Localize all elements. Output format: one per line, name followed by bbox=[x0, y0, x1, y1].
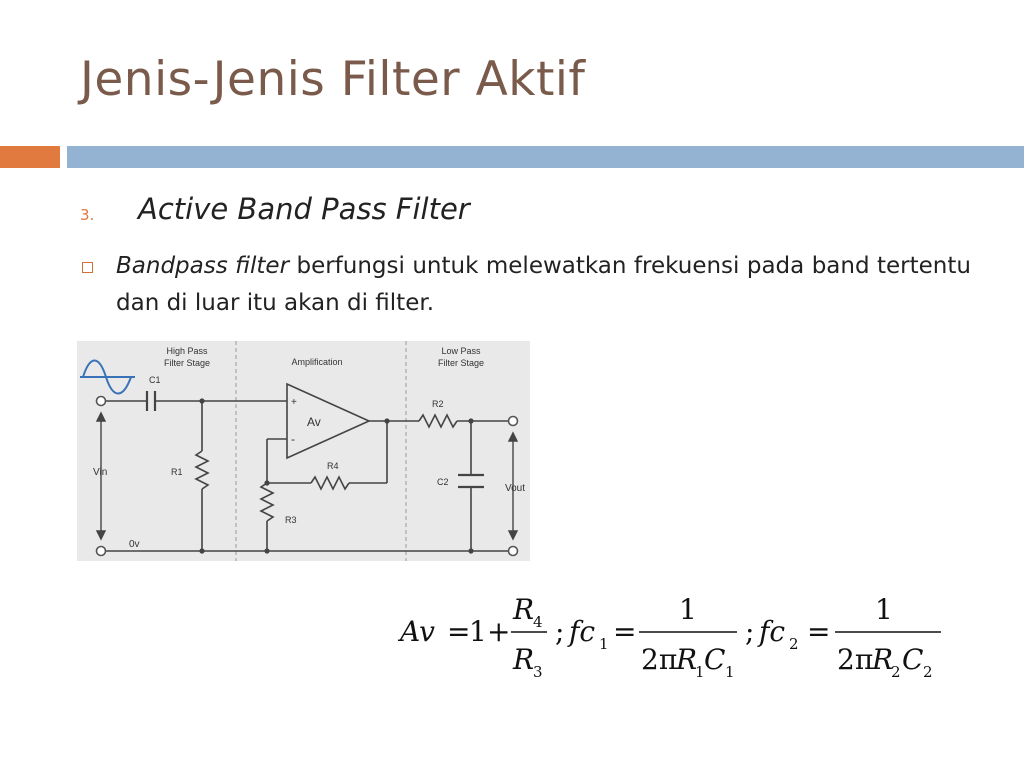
f-r4: R bbox=[512, 593, 534, 626]
label-c1: C1 bbox=[149, 375, 161, 385]
f-r2: R bbox=[871, 643, 893, 676]
sine-wave-icon bbox=[82, 359, 132, 395]
item-number: 3. bbox=[80, 206, 95, 224]
opamp-plus: + bbox=[291, 397, 297, 408]
label-c2: C2 bbox=[437, 477, 449, 487]
label-vin: Vin bbox=[93, 467, 107, 478]
band-pass-circuit-diagram: High Pass Filter Stage Amplification Low… bbox=[77, 341, 530, 561]
f-c1: C bbox=[704, 643, 725, 676]
vin-terminal-bottom bbox=[95, 545, 107, 557]
gain-cutoff-formula: Av = 1 + R 4 R 3 ; fc 1 = 1 2π R 1 C 1 ;… bbox=[395, 585, 955, 685]
label-hpf-1: High Pass bbox=[166, 346, 208, 356]
f-eq1: = bbox=[447, 615, 470, 648]
label-r4: R4 bbox=[327, 461, 339, 471]
f-av: Av bbox=[397, 615, 435, 648]
bullet-paragraph: Bandpass filter berfungsi untuk melewatk… bbox=[116, 248, 971, 322]
f-c1-sub: 1 bbox=[725, 663, 735, 681]
vout-terminal-top bbox=[507, 415, 519, 427]
f-r2-sub: 2 bbox=[891, 663, 901, 681]
vout-terminal-bottom bbox=[507, 545, 519, 557]
f-c2-sub: 2 bbox=[923, 663, 933, 681]
bullet-text: berfungsi untuk melewatkan frekuensi pad… bbox=[116, 253, 971, 316]
f-num2: 1 bbox=[875, 593, 893, 626]
title-accent-bar bbox=[0, 146, 60, 168]
f-r1-sub: 1 bbox=[695, 663, 705, 681]
f-sep1: ; bbox=[555, 615, 564, 648]
square-bullet-icon bbox=[82, 262, 93, 273]
f-fc2: fc bbox=[757, 615, 785, 648]
bullet-italic-lead: Bandpass filter bbox=[116, 253, 290, 279]
f-one: 1 bbox=[469, 615, 487, 648]
f-c2: C bbox=[902, 643, 923, 676]
label-vout: Vout bbox=[505, 483, 525, 494]
f-eq3: = bbox=[807, 615, 830, 648]
f-plus: + bbox=[487, 615, 510, 648]
f-fc1: fc bbox=[567, 615, 595, 648]
f-r4-sub: 4 bbox=[533, 613, 543, 631]
f-r3: R bbox=[512, 643, 534, 676]
label-r2: R2 bbox=[432, 399, 444, 409]
f-r1: R bbox=[675, 643, 697, 676]
f-eq2: = bbox=[613, 615, 636, 648]
vin-terminal-top bbox=[95, 395, 107, 407]
label-av: Av bbox=[307, 415, 321, 429]
label-amp: Amplification bbox=[291, 357, 342, 367]
label-lpf-1: Low Pass bbox=[441, 346, 481, 356]
slide-title: Jenis-Jenis Filter Aktif bbox=[80, 52, 586, 107]
f-sep2: ; bbox=[745, 615, 754, 648]
section-subheading: Active Band Pass Filter bbox=[138, 192, 470, 226]
label-0v: 0v bbox=[129, 539, 140, 550]
label-r3: R3 bbox=[285, 515, 297, 525]
f-num1: 1 bbox=[679, 593, 697, 626]
f-fc2-sub: 2 bbox=[789, 635, 799, 653]
f-2pi-1: 2π bbox=[641, 643, 677, 676]
label-hpf-2: Filter Stage bbox=[164, 358, 210, 368]
f-r3-sub: 3 bbox=[533, 663, 543, 681]
f-2pi-2: 2π bbox=[837, 643, 873, 676]
opamp-minus: - bbox=[291, 432, 295, 446]
title-divider-bar bbox=[67, 146, 1024, 168]
label-lpf-2: Filter Stage bbox=[438, 358, 484, 368]
f-fc1-sub: 1 bbox=[599, 635, 609, 653]
label-r1: R1 bbox=[171, 467, 183, 477]
